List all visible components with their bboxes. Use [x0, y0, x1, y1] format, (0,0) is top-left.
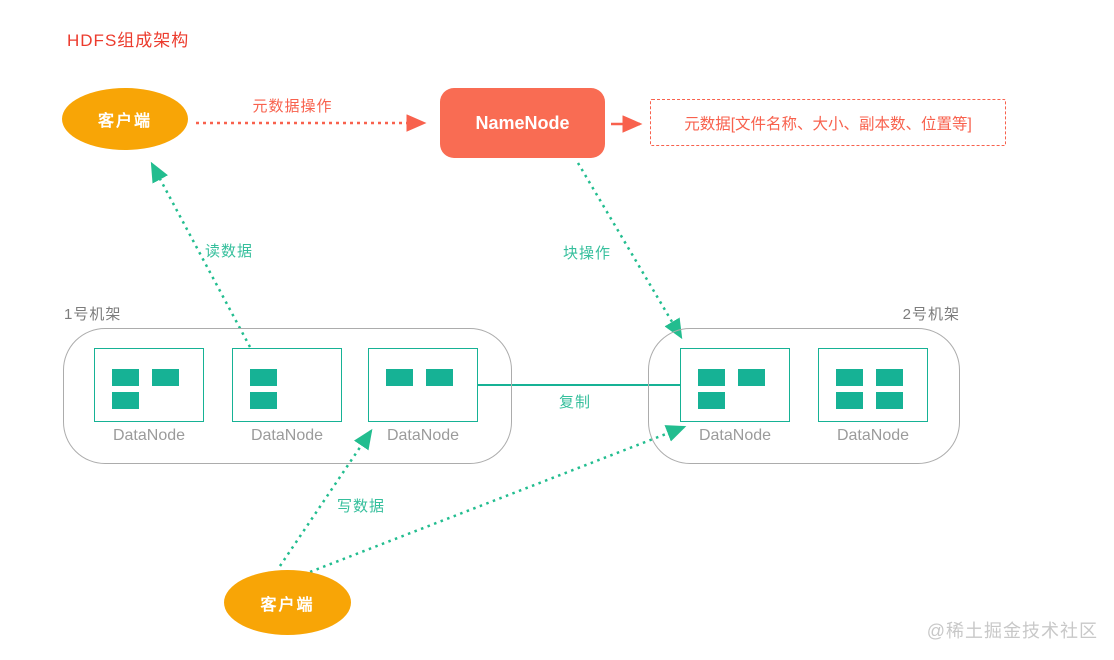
data-block — [250, 392, 277, 409]
datanode-label-r2n1: DataNode — [698, 427, 772, 444]
edge-label-replicate: 复制 — [558, 394, 591, 411]
datanode-label-r2n2: DataNode — [836, 427, 910, 444]
data-block — [426, 369, 453, 386]
data-block — [836, 392, 863, 409]
datanode-box-r1n1 — [94, 348, 204, 422]
block-row — [698, 392, 789, 409]
datanode-box-r1n2 — [232, 348, 342, 422]
client-top-label: 客户端 — [97, 113, 152, 130]
watermark: @稀土掘金技术社区 — [926, 621, 1098, 641]
diagram-title: HDFS组成架构 — [67, 31, 190, 50]
edge-label-metadata-op: 元数据操作 — [252, 98, 333, 115]
rack-1-label: 1号机架 — [64, 306, 122, 323]
client-node-top: 客户端 — [62, 88, 188, 150]
namenode-label: NameNode — [475, 112, 570, 133]
datanode-box-r2n2 — [818, 348, 928, 422]
client-bottom-label: 客户端 — [260, 596, 315, 614]
block-row — [836, 369, 927, 386]
edge-label-write-data: 写数据 — [337, 498, 386, 515]
datanode-label-r1n3: DataNode — [386, 427, 460, 444]
block-row — [112, 392, 203, 409]
rack-1 — [63, 328, 512, 464]
metadata-box-label: 元数据[文件名称、大小、副本数、位置等] — [684, 115, 972, 133]
data-block-empty — [152, 392, 179, 409]
data-block — [738, 369, 765, 386]
edge-label-read-data: 读数据 — [205, 243, 254, 260]
datanode-label-r1n2: DataNode — [250, 427, 324, 444]
data-block — [250, 369, 277, 386]
data-block — [152, 369, 179, 386]
data-block — [836, 369, 863, 386]
data-block — [112, 369, 139, 386]
datanode-box-r2n1 — [680, 348, 790, 422]
data-block-empty — [738, 392, 765, 409]
data-block — [698, 369, 725, 386]
data-block — [112, 392, 139, 409]
namenode-node: NameNode — [440, 88, 605, 158]
block-row — [836, 392, 927, 409]
data-block — [876, 369, 903, 386]
client-node-bottom: 客户端 — [224, 570, 351, 635]
block-row — [112, 369, 203, 386]
metadata-box: 元数据[文件名称、大小、副本数、位置等] — [650, 99, 1006, 146]
datanode-label-r1n1: DataNode — [112, 427, 186, 444]
edge-label-block-op: 块操作 — [563, 245, 612, 262]
block-row — [250, 392, 341, 409]
data-block — [698, 392, 725, 409]
block-row — [250, 369, 341, 386]
data-block — [386, 369, 413, 386]
block-row — [386, 369, 477, 386]
datanode-box-r1n3 — [368, 348, 478, 422]
block-row — [698, 369, 789, 386]
data-block — [876, 392, 903, 409]
rack-2 — [648, 328, 960, 464]
rack-2-label: 2号机架 — [902, 306, 960, 323]
